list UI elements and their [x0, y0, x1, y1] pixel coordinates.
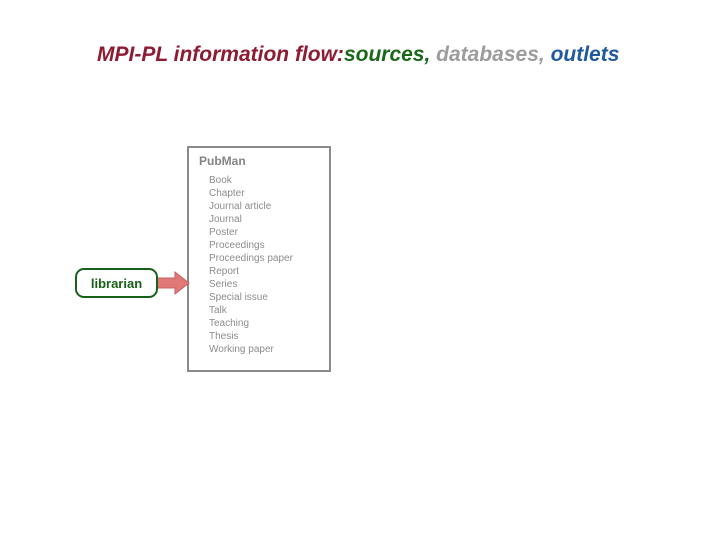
pubman-item: Report: [209, 266, 240, 277]
librarian-shape: librarian: [75, 268, 158, 298]
pubman-item: Thesis: [209, 331, 239, 342]
flow-arrow-shape: [156, 270, 190, 296]
librarian-label: librarian: [90, 275, 143, 291]
pubman-item: Talk: [209, 305, 227, 316]
pubman-item: Teaching: [209, 318, 250, 329]
pubman-item: Journal: [209, 214, 242, 225]
pubman-item: Book: [209, 175, 232, 186]
page-title: MPI-PL information flow:sources, databas…: [97, 43, 619, 67]
page-title-segment: sources,: [343, 43, 431, 66]
pubman-item: Proceedings: [209, 240, 265, 251]
pubman-item: Working paper: [209, 344, 274, 355]
pubman-item: Chapter: [209, 188, 245, 199]
pubman-item: Special issue: [209, 292, 268, 303]
pubman-item: Journal article: [209, 201, 272, 212]
pubman-item: Poster: [209, 227, 238, 238]
page-title-segment: outlets: [544, 43, 620, 66]
pubman-box-title: PubMan: [199, 154, 246, 168]
flow-arrow: [156, 270, 190, 296]
pubman-item: Series: [209, 279, 238, 290]
page-title-segment: MPI-PL information flow:: [97, 43, 344, 66]
page-title-segment: databases,: [430, 43, 545, 66]
pubman-item: Proceedings paper: [209, 253, 293, 264]
